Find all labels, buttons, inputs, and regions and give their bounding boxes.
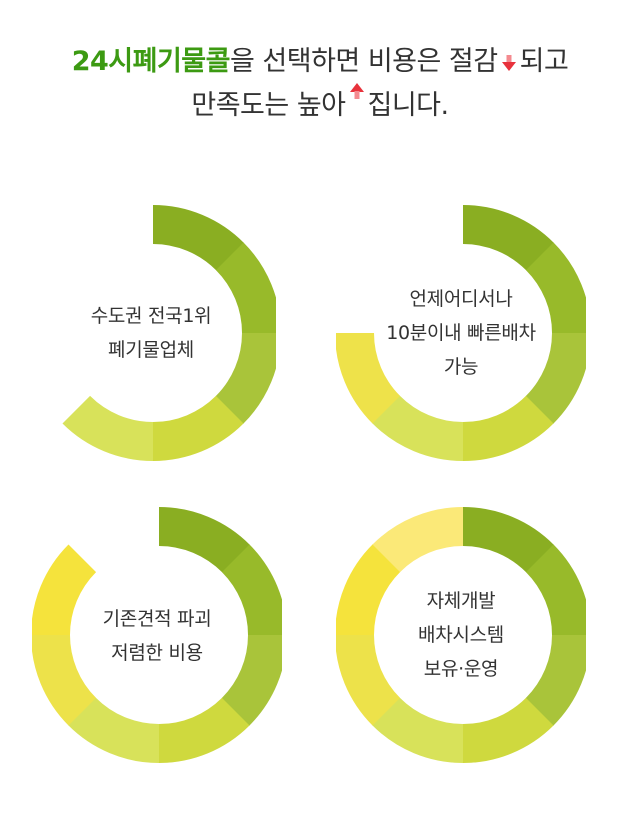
donut-segment (68, 697, 159, 763)
donut-segment (525, 635, 586, 726)
donut-caption-line: 배차시스템 (418, 624, 504, 646)
donut-ring (336, 507, 586, 764)
donut-ring (62, 205, 276, 462)
donut-segment (221, 544, 282, 636)
donut-segment (152, 395, 244, 462)
donut-segment (525, 544, 586, 636)
headline-text-1: 을 선택하면 비용은 절감 (229, 46, 498, 77)
donut-segment (372, 697, 463, 763)
donut-segment (215, 333, 276, 424)
donut-dispatch-system: 자체개발 배차시스템 보유·운영 (336, 505, 586, 765)
donut-segment (525, 242, 586, 334)
headline-text-2: 되고 (519, 46, 569, 77)
donut-low-cost: 기존견적 파괴 저렴한 비용 (32, 505, 282, 765)
arrow-down-icon (501, 54, 516, 72)
donut-nationwide-rank: 수도권 전국1위 폐기물업체 (26, 203, 276, 463)
headline: 24시폐기물콜을 선택하면 비용은 절감 되고 만족도는 높아 집니다. (0, 40, 640, 128)
brand-name: 24시폐기물콜 (71, 46, 231, 77)
donut-segment (215, 242, 276, 334)
donut-segment (372, 507, 463, 573)
donut-caption-line: 10분이내 빠른배차 (386, 322, 536, 344)
donut-segment (158, 697, 250, 764)
donut-caption-line: 보유·운영 (423, 658, 499, 680)
donut-segment (463, 205, 554, 271)
headline-text-3: 만족도는 높아 (191, 90, 346, 121)
donut-ring (32, 507, 282, 764)
donut-caption: 자체개발 배차시스템 보유·운영 (361, 584, 561, 686)
donut-segment (462, 697, 554, 764)
donut-caption-line: 언제어디서나 (409, 288, 513, 310)
donut-segment (159, 507, 250, 573)
donut-segment (336, 634, 401, 726)
donut-caption-line: 폐기물업체 (108, 339, 194, 361)
donut-segment (372, 395, 463, 461)
donut-caption-line: 자체개발 (426, 590, 496, 612)
donut-caption-line: 저렴한 비용 (111, 642, 203, 664)
donut-segment (463, 507, 554, 573)
donut-caption: 언제어디서나 10분이내 빠른배차 가능 (361, 282, 561, 384)
headline-line-2: 만족도는 높아 집니다. (0, 82, 640, 128)
donut-segment (62, 395, 153, 461)
donut-caption-line: 기존견적 파괴 (102, 608, 212, 630)
donut-segment (32, 634, 97, 726)
donut-segment (336, 544, 401, 635)
donut-ring (336, 205, 586, 462)
donut-caption: 수도권 전국1위 폐기물업체 (51, 299, 251, 367)
donut-segment (462, 395, 554, 462)
donut-segment (153, 205, 244, 271)
donut-caption-line: 수도권 전국1위 (90, 305, 212, 327)
donut-segment (336, 333, 401, 424)
donut-caption-line: 가능 (443, 356, 479, 378)
arrow-up-icon (349, 82, 364, 100)
headline-text-4: 집니다. (367, 90, 450, 121)
headline-line-1: 24시폐기물콜을 선택하면 비용은 절감 되고 (0, 40, 640, 84)
donut-segment (221, 635, 282, 726)
donut-caption: 기존견적 파괴 저렴한 비용 (57, 602, 257, 670)
donut-segment (32, 544, 97, 635)
donut-fast-dispatch: 언제어디서나 10분이내 빠른배차 가능 (336, 203, 586, 463)
donut-segment (525, 333, 586, 424)
